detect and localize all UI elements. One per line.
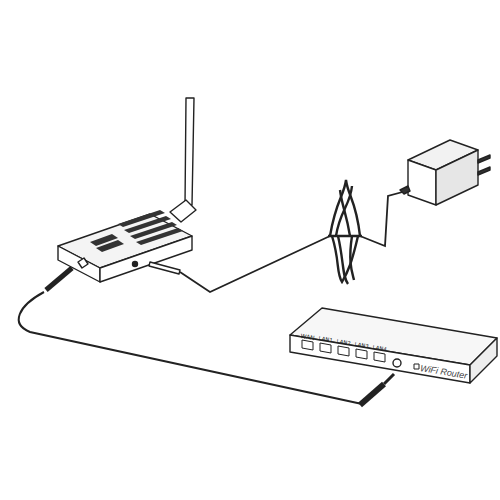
router-front bbox=[290, 335, 470, 383]
antenna-rod bbox=[185, 98, 194, 205]
router-body bbox=[290, 308, 497, 383]
coax-plug bbox=[360, 384, 384, 405]
power-adapter bbox=[400, 140, 490, 205]
coax-plug bbox=[384, 374, 394, 384]
led bbox=[133, 262, 138, 267]
ethernet-ports bbox=[302, 340, 385, 362]
coiled-cable bbox=[328, 180, 362, 284]
power-plug bbox=[149, 262, 180, 274]
booster-unit bbox=[58, 98, 196, 282]
coax-port bbox=[78, 258, 88, 268]
coax-wire bbox=[19, 292, 362, 404]
power-wire bbox=[180, 236, 330, 292]
reset-button bbox=[414, 364, 419, 369]
coax-plug bbox=[46, 268, 72, 290]
adapter-plug bbox=[400, 186, 410, 194]
adapter-side bbox=[408, 160, 436, 205]
router-side bbox=[470, 338, 497, 383]
power-cable bbox=[180, 180, 410, 292]
antenna-port bbox=[393, 359, 401, 367]
cooling-fins bbox=[90, 210, 183, 252]
adapter-front bbox=[436, 150, 478, 205]
power-wire bbox=[360, 190, 410, 246]
antenna-joint bbox=[170, 200, 196, 222]
mains-prongs bbox=[478, 155, 490, 175]
